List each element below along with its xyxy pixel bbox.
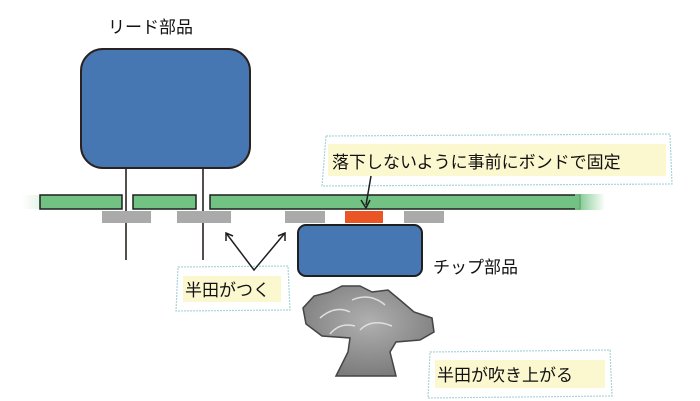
pad-chip-right <box>404 211 444 223</box>
pad-lead-right <box>177 211 231 223</box>
chip-component-body <box>297 224 423 277</box>
solder-attaches-callout: 半田がつく <box>175 265 291 312</box>
bond-adhesive <box>345 211 383 223</box>
chip-component-label: チップ部品 <box>433 258 518 278</box>
bond-note-text: 落下しないように事前にボンドで固定 <box>332 153 621 173</box>
solder-arrows <box>225 232 286 272</box>
solder-blowup-cloud <box>302 285 435 377</box>
pad-lead-left <box>102 211 151 223</box>
lead-component-label: リード部品 <box>108 18 193 38</box>
lead-component-body <box>80 48 251 169</box>
pad-chip-left <box>285 211 325 223</box>
bond-arrow <box>365 175 372 206</box>
bond-arrow-head <box>360 199 371 210</box>
solder-blowup-callout: 半田が吹き上がる <box>427 349 613 399</box>
solder-arrow-head-left <box>225 231 234 241</box>
solder-arrow-head-right <box>277 231 286 241</box>
bond-callout: 落下しないように事前にボンドで固定 <box>321 133 673 187</box>
solder-attaches-text: 半田がつく <box>185 281 270 301</box>
solder-blowup-text: 半田が吹き上がる <box>437 366 573 386</box>
pcb-board <box>22 194 605 210</box>
